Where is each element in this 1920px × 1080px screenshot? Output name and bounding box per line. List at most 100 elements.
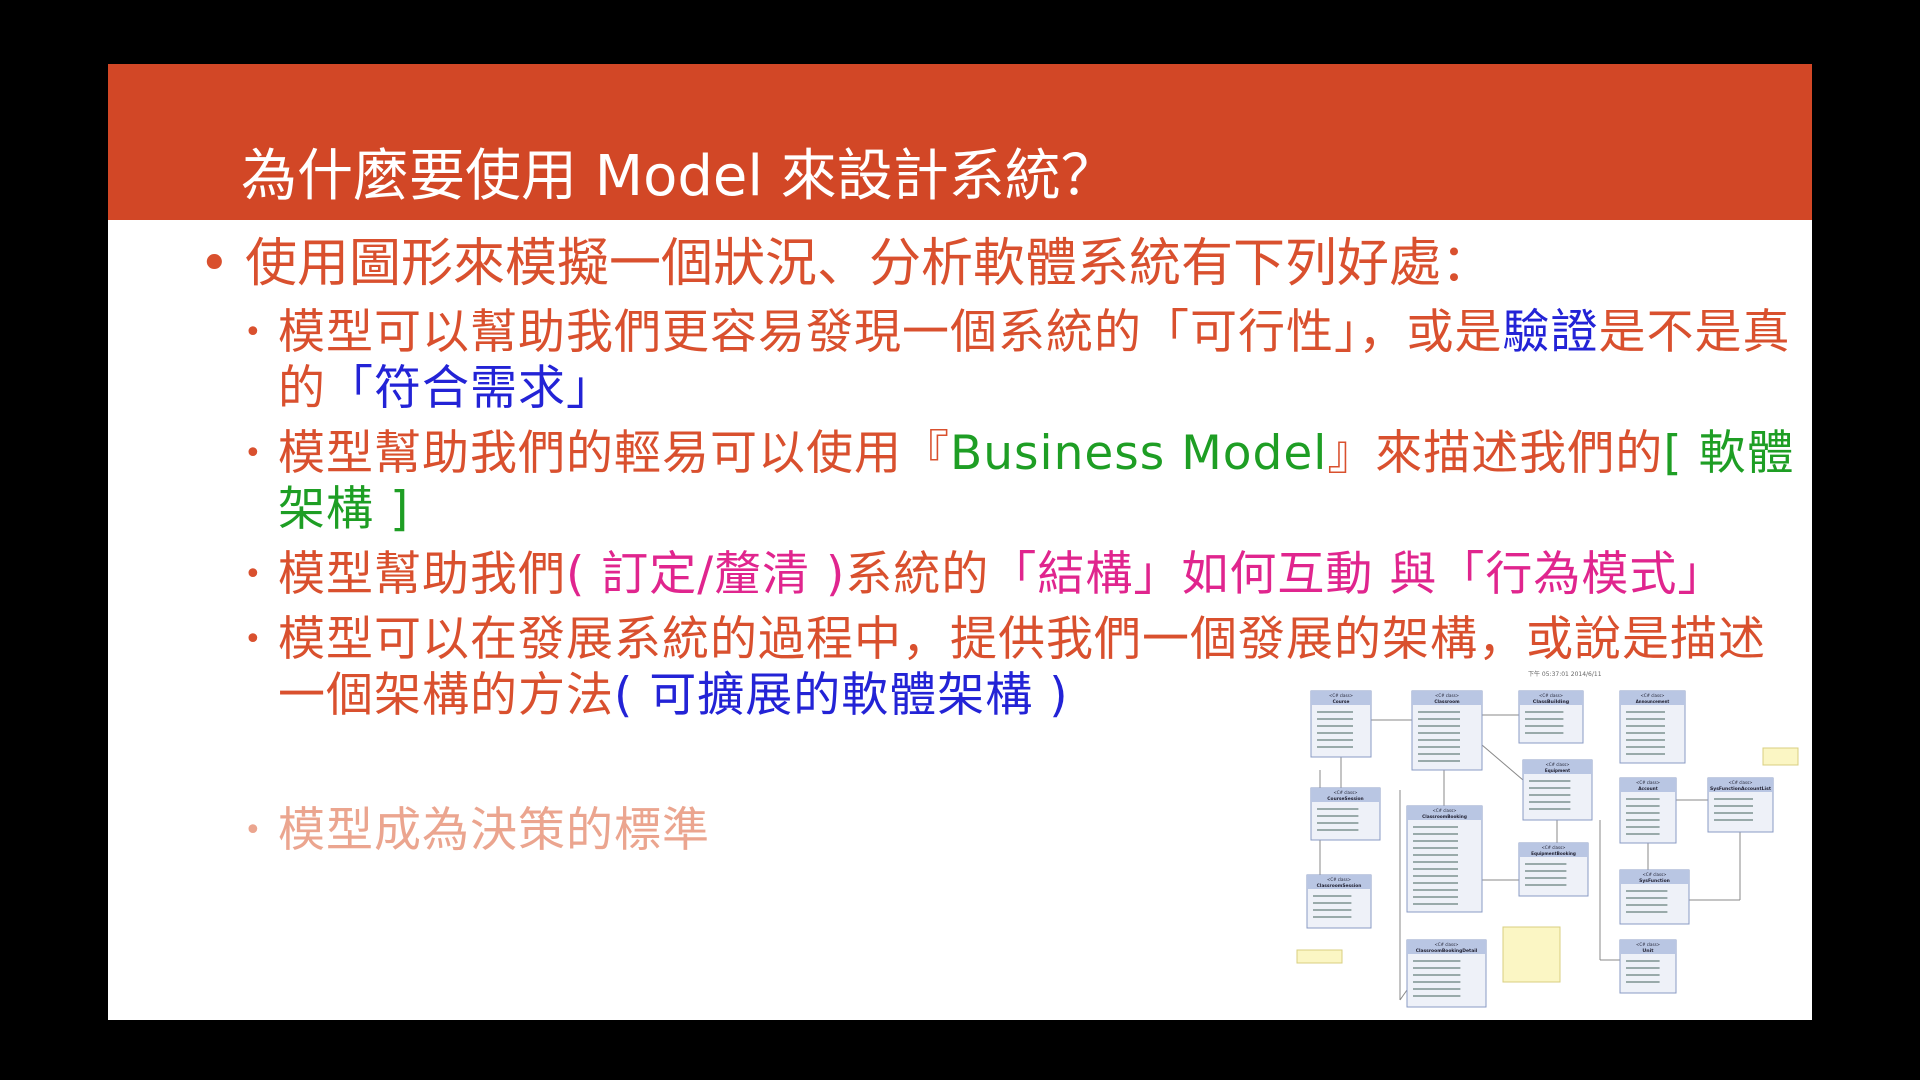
class-box-header [1307, 875, 1371, 889]
class-stereotype: <C# class> [1541, 845, 1565, 850]
sub-bullet-list: •模型可以幫助我們更容易發現一個系統的「可行性」，或是驗證是不是真的「符合需求」… [244, 305, 1798, 868]
class-attribute [1317, 739, 1353, 741]
class-box-header [1620, 870, 1689, 884]
class-name: SysFunctionAccountList [1710, 786, 1772, 792]
class-attribute [1626, 974, 1660, 976]
class-attribute [1418, 760, 1460, 762]
bullet-text-segment: [ 軟體架構 ] [278, 426, 1795, 537]
bullet-dot: • [244, 622, 263, 657]
class-attribute [1413, 875, 1458, 877]
class-stereotype: <C# class> [1642, 872, 1666, 877]
main-bullet: •使用圖形來模擬一個狀況、分析軟體系統有下列好處： [199, 233, 1805, 295]
class-box-header [1708, 778, 1773, 792]
bullet-text-segment: 「結構」如何互動 與「行為模式」 [989, 547, 1726, 602]
class-stereotype: <C# class> [1434, 942, 1458, 947]
class-attribute [1317, 718, 1353, 720]
sub-bullet-3: •模型幫助我們( 訂定/釐清 )系統的「結構」如何互動 與「行為模式」 [244, 547, 1798, 603]
bullet-text-segment: 「符合需求」 [326, 361, 614, 416]
bullet-text-segment: 是不是真的 [278, 305, 1791, 416]
class-name: CourseSession [1327, 796, 1363, 802]
class-attribute [1626, 812, 1660, 814]
class-stereotype: <C# class> [1640, 693, 1664, 698]
class-attribute [1525, 725, 1564, 727]
class-attribute [1626, 819, 1660, 821]
class-attribute [1529, 808, 1571, 810]
bullet-text-segment: 模型可以在發展系統的過程中，提供我們一個發展的架構，或說是描述一個架構的方法 [278, 612, 1766, 723]
class-attribute [1626, 711, 1665, 713]
bullet-dot: • [244, 436, 263, 471]
class-stereotype: <C# class> [1327, 877, 1351, 882]
slide-title: 為什麼要使用 Model 來設計系統？ [241, 144, 1117, 209]
bullet-dot: • [244, 557, 263, 592]
class-stereotype: <C# class> [1636, 780, 1660, 785]
class-attribute [1317, 829, 1359, 831]
class-attribute [1626, 805, 1660, 807]
class-attribute [1626, 732, 1665, 734]
class-attribute [1317, 815, 1359, 817]
class-attribute [1626, 739, 1665, 741]
bullet-text-segment: 』來描述我們的 [1327, 426, 1664, 481]
bullet-dot: • [199, 234, 230, 294]
class-attribute [1413, 826, 1458, 828]
class-attribute [1525, 863, 1567, 865]
bullet-text-segment: ( 可擴展的軟體架構 ) [614, 668, 1069, 723]
class-name: EquipmentBooking [1531, 851, 1576, 857]
class-attribute [1529, 801, 1571, 803]
bullet-text-segment: Business Model [950, 426, 1328, 481]
class-attribute [1626, 753, 1665, 755]
class-name: ClassroomSession [1317, 883, 1362, 889]
class-stereotype: <C# class> [1435, 693, 1459, 698]
class-attribute [1714, 805, 1753, 807]
bullet-text-segment: 系統的 [845, 547, 990, 602]
bullet-dot: • [244, 813, 263, 848]
class-attribute [1626, 981, 1660, 983]
class-attribute [1525, 718, 1564, 720]
class-attribute [1313, 895, 1352, 897]
class-attribute [1413, 840, 1458, 842]
class-attribute [1418, 711, 1460, 713]
sub-bullet-5: • 模型成為決策的標準 [244, 803, 1178, 859]
class-stereotype: <C# class> [1539, 693, 1563, 698]
class-attribute [1317, 808, 1359, 810]
bullet-text-segment: 模型成為決策的標準 [278, 803, 710, 858]
class-attribute [1418, 732, 1460, 734]
class-box-header [1407, 806, 1482, 820]
class-attribute [1413, 960, 1461, 962]
class-attribute [1413, 833, 1458, 835]
class-attribute [1626, 718, 1665, 720]
diagram-timestamp: 下午 05:37:01 2014/6/11 [1528, 670, 1602, 678]
class-name: Equipment [1545, 768, 1571, 774]
association-line [1481, 744, 1524, 781]
class-attribute [1525, 711, 1564, 713]
class-attribute [1626, 826, 1660, 828]
class-stereotype: <C# class> [1545, 762, 1569, 767]
note-box [1762, 747, 1799, 766]
class-attribute [1418, 725, 1460, 727]
class-attribute [1413, 854, 1458, 856]
class-attribute [1626, 890, 1668, 892]
class-attribute [1317, 822, 1359, 824]
class-box-header [1311, 788, 1380, 802]
class-attribute [1313, 916, 1352, 918]
class-attribute [1413, 967, 1461, 969]
association-line [1399, 989, 1408, 1001]
class-box-header [1620, 940, 1676, 954]
sub-bullet-2: •模型幫助我們的輕易可以使用『Business Model』來描述我們的[ 軟體… [244, 426, 1798, 538]
uml-class-diagram: 下午 05:37:01 2014/6/11<C# class>Course<C#… [1296, 670, 1799, 1008]
class-name: Course [1333, 699, 1350, 705]
sub-bullet-4: • 模型可以在發展系統的過程中，提供我們一個發展的架構，或說是描述一個架構的方法(… [244, 612, 1798, 724]
class-stereotype: <C# class> [1329, 693, 1353, 698]
class-attribute [1525, 877, 1567, 879]
bullet-text-segment: ( 訂定/釐清 ) [566, 547, 846, 602]
class-attribute [1626, 798, 1660, 800]
slide: 為什麼要使用 Model 來設計系統？ •使用圖形來模擬一個狀況、分析軟體系統有… [108, 64, 1812, 1020]
class-box-header [1519, 843, 1588, 857]
class-attribute [1714, 819, 1753, 821]
class-box-header [1311, 691, 1371, 705]
class-attribute [1418, 739, 1460, 741]
bullet-dot: • [244, 315, 263, 350]
class-attribute [1317, 725, 1353, 727]
class-box-header [1523, 760, 1592, 774]
class-attribute [1413, 896, 1458, 898]
class-box-header [1620, 778, 1676, 792]
